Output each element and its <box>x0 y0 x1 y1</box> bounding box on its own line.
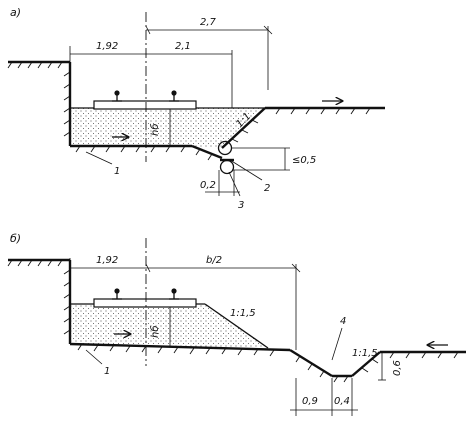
diagram-a: а) <box>7 6 385 211</box>
excavation-wall-b <box>63 260 72 344</box>
dim-total-a: 2,7 <box>200 17 217 28</box>
leader-4-b <box>331 327 343 361</box>
rail-right-b <box>169 288 179 300</box>
diagram-b: б) <box>7 232 466 416</box>
callout-4-b: 4 <box>340 316 346 327</box>
ballast-fill-a <box>70 108 265 148</box>
drainage-ditch-b <box>289 348 466 383</box>
dim-left-b: 1,92 <box>96 255 118 266</box>
ground-left-b <box>7 258 70 267</box>
drain-pipe-upper-icon <box>217 140 233 156</box>
ditch-bottom-label-b: 0,9 <box>302 396 318 407</box>
dimension-lines-a <box>69 25 273 108</box>
panel-label-b: б) <box>10 232 21 245</box>
slope-and-ground-right-a <box>221 106 385 149</box>
callout-3-a: 3 <box>238 200 244 211</box>
slope-label-ballast-b: 1:1,5 <box>230 308 256 319</box>
panel-label-a: а) <box>10 6 21 19</box>
sleeper-a <box>93 100 197 110</box>
depth-label-b: hб <box>149 325 161 338</box>
slope-label-ditch-b: 1:1,5 <box>352 348 378 359</box>
ground-left-a <box>7 60 70 69</box>
depth-dimension-a <box>166 109 174 147</box>
rail-left-a <box>112 90 122 102</box>
dim-half-b: b/2 <box>206 255 222 266</box>
drain-pipes-a <box>217 140 235 175</box>
dimension-lines-b <box>69 258 301 350</box>
ballast-fill-b <box>70 304 268 348</box>
ditch-depth-label-b: 0,6 <box>392 360 403 376</box>
rail-left-b <box>112 288 122 300</box>
callout-1-b: 1 <box>104 366 110 377</box>
sleeper-b <box>93 298 197 308</box>
formation-bottom-b <box>69 342 291 357</box>
leader-1-a <box>85 151 113 165</box>
drain-pipe-lower-icon <box>219 159 235 175</box>
leader-2-a <box>229 159 263 181</box>
ditch-dimensions-b <box>290 352 386 416</box>
max-depth-label-a: ≤0,5 <box>292 155 316 166</box>
callout-2-a: 2 <box>264 183 270 194</box>
leader-1-b <box>85 349 103 365</box>
ditch-right-label-b: 0,4 <box>334 396 350 407</box>
pipe-width-label-a: 0,2 <box>200 180 216 191</box>
ballast-slope-b <box>204 303 269 349</box>
max-depth-dimension-a <box>232 147 290 171</box>
leader-3-a <box>228 171 241 197</box>
dim-right-a: 2,1 <box>175 41 191 52</box>
excavation-wall-a <box>63 62 72 146</box>
callout-1-a: 1 <box>114 166 120 177</box>
depth-label-a: hб <box>149 123 161 136</box>
rail-right-a <box>169 90 179 102</box>
dim-left-a: 1,92 <box>96 41 118 52</box>
